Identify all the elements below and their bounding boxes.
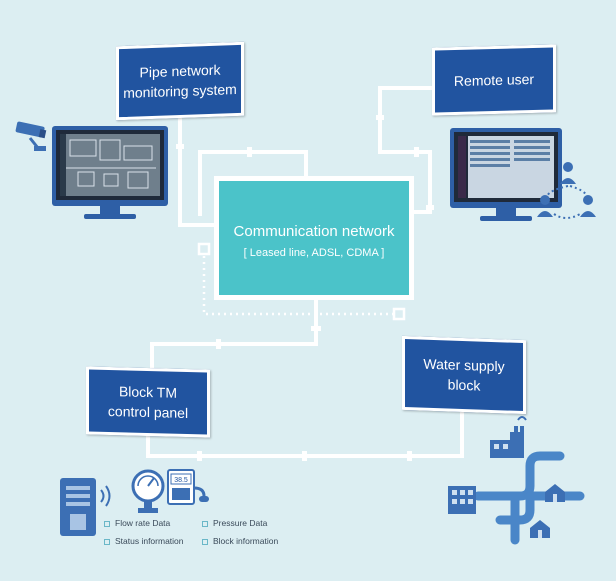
cctv-camera-icon (15, 121, 47, 151)
monitor-icon (450, 128, 562, 221)
water-supply-block-box: Water supply block (402, 335, 526, 415)
legend-bullet (104, 520, 110, 527)
communication-network-title: Communication network (233, 223, 395, 240)
house-icon (545, 484, 565, 502)
meter-display: 38.5 (174, 477, 188, 484)
legend-label: Flow rate Data (115, 518, 171, 528)
legend-bullet (202, 538, 208, 545)
block-tm-control-panel-box: Block TM control panel (86, 366, 210, 438)
pipe-network-monitoring-box: Pipe network monitoring system (116, 41, 244, 121)
link-upper-loop (198, 150, 308, 216)
wireless-link (197, 242, 406, 321)
legend-item-flow-rate: Flow rate Data (104, 518, 170, 528)
link-remote-right (412, 150, 432, 214)
link-remote-to-network (378, 86, 434, 154)
link-network-down (150, 298, 318, 370)
communication-network-box: Communication network [ Leased line, ADS… (214, 176, 414, 300)
flow-meter-icon: 38.5 (167, 469, 209, 505)
legend-item-status: Status information (104, 536, 184, 546)
link-pipe-to-network (178, 116, 216, 227)
legend-label: Status information (115, 536, 184, 546)
remote-user-box: Remote user (432, 44, 556, 116)
legend-label: Block information (213, 536, 279, 546)
legend-bullet (104, 538, 110, 545)
pipe-joints (176, 115, 434, 461)
legend-bullet (202, 520, 208, 527)
legend-item-pressure: Pressure Data (202, 518, 267, 528)
factory-icon (490, 416, 527, 458)
transmitter-icon (60, 478, 111, 536)
monitor-icon (52, 126, 168, 219)
user-group-icon (537, 162, 596, 219)
building-icon (448, 486, 476, 514)
legend-item-block: Block information (202, 536, 278, 546)
legend-label: Pressure Data (213, 518, 268, 528)
house-icon (530, 520, 550, 538)
communication-network-subtitle: [ Leased line, ADSL, CDMA ] (243, 247, 385, 259)
pressure-gauge-icon (131, 469, 165, 513)
